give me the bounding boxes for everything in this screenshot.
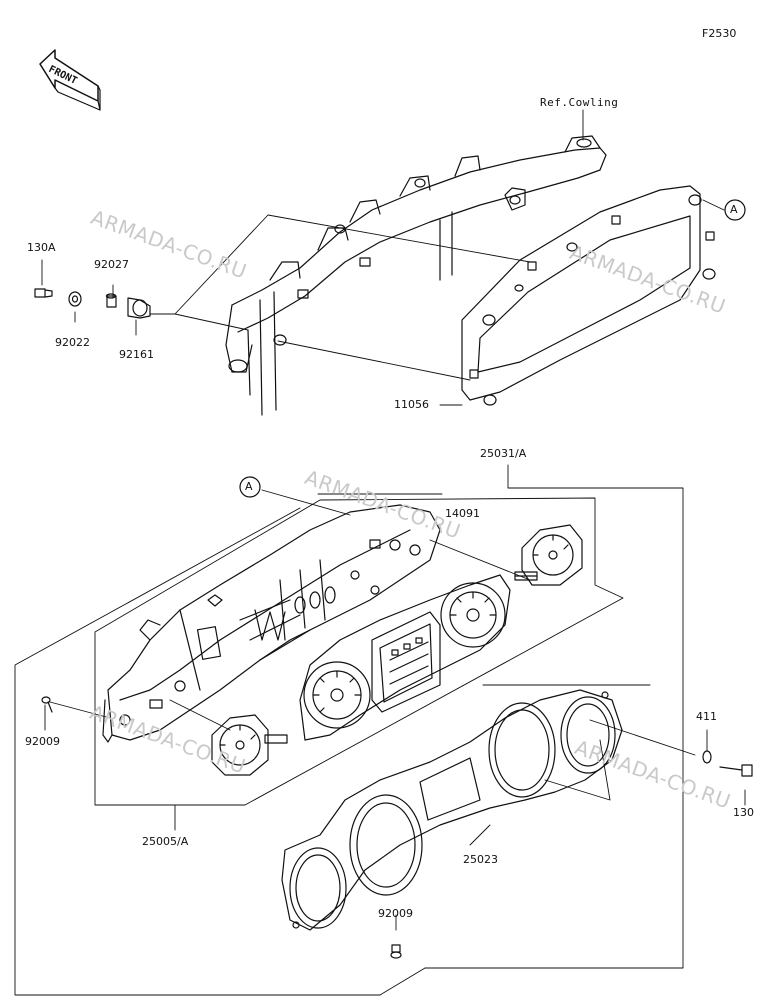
meter-case (102, 504, 441, 743)
small-gauge-lower (211, 714, 288, 776)
part-11056: 11056 (394, 398, 429, 411)
callout-a-upper: A (730, 203, 738, 216)
part-411: 411 (696, 710, 717, 723)
part-25023: 25023 (463, 853, 498, 866)
part-130: 130 (733, 806, 754, 819)
part-130a: 130A (27, 241, 56, 254)
part-92009-bottom: 92009 (378, 907, 413, 920)
part-92009-left: 92009 (25, 735, 60, 748)
figure-id: F2530 (702, 27, 737, 40)
ref-cowling-note: Ref.Cowling (540, 96, 619, 109)
part-92161: 92161 (119, 348, 154, 361)
part-25005a: 25005/A (142, 835, 189, 848)
upper-leader-lines (41, 109, 725, 406)
upper-hardware (34, 288, 151, 319)
group-outline-lines (14, 464, 746, 996)
part-92027: 92027 (94, 258, 129, 271)
part-14091: 14091 (445, 507, 480, 520)
callout-a-lower: A (245, 480, 253, 493)
part-92022: 92022 (55, 336, 90, 349)
meter-face-panel (299, 574, 511, 741)
meter-bracket-frame (225, 135, 716, 416)
small-gauge-upper (514, 524, 583, 586)
callout-a-circle-upper (724, 199, 746, 221)
meter-bezel (281, 689, 623, 931)
front-direction-arrow (39, 49, 101, 111)
part-25031a: 25031/A (480, 447, 527, 460)
screws (41, 696, 753, 959)
callout-a-circle-lower (239, 476, 261, 498)
